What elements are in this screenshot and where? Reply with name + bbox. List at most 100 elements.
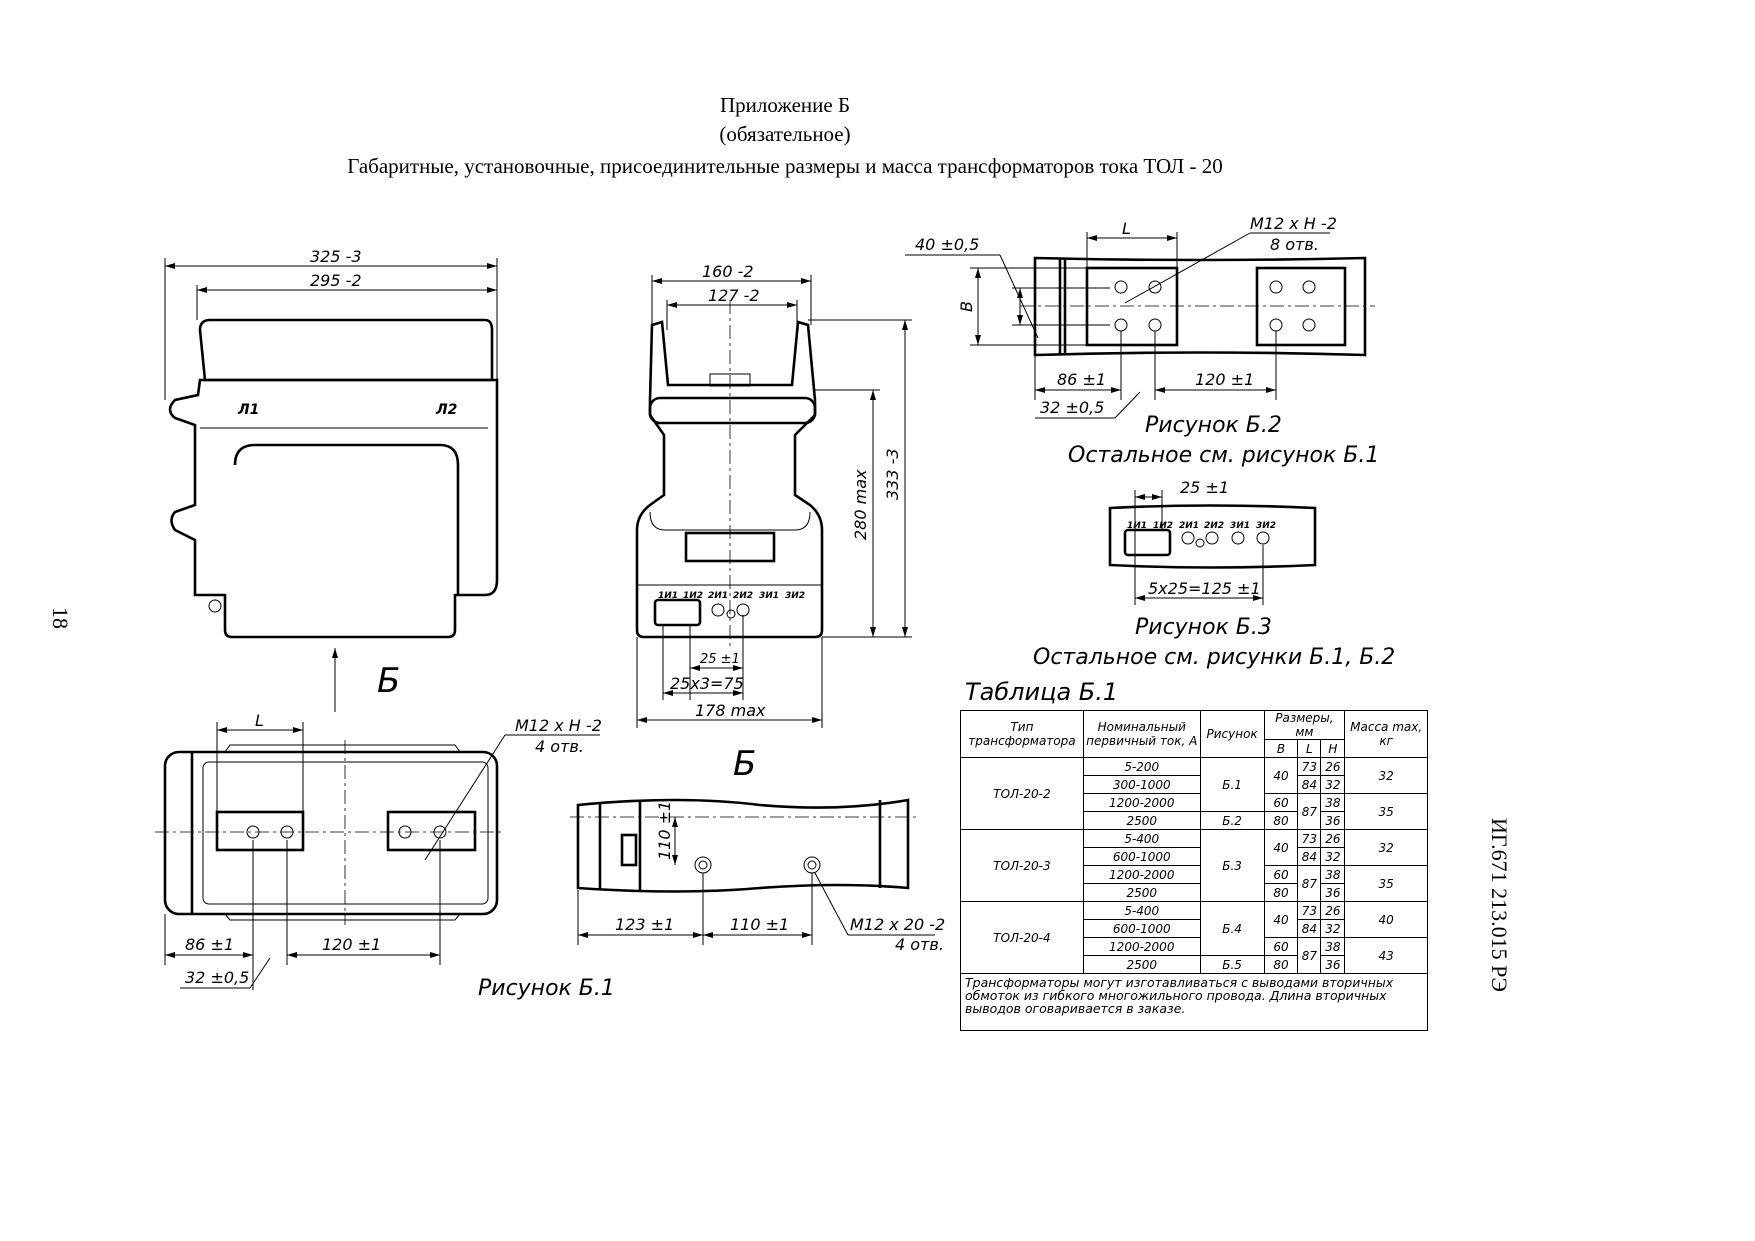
- cell-current: 1200-2000: [1082, 937, 1201, 956]
- header-figure: Рисунок: [1199, 710, 1265, 758]
- terminal-label: 2И2: [733, 591, 753, 601]
- cell-current: 5-200: [1082, 757, 1201, 776]
- cell-l: 87: [1297, 865, 1322, 902]
- cell-mass: 35: [1344, 793, 1428, 830]
- terminal-l2: Л2: [435, 402, 457, 418]
- fig2-hole-note: M12 x H -2: [1250, 214, 1337, 233]
- hole2-note: M12 x 20 -2: [850, 915, 945, 934]
- cell-current: 600-1000: [1082, 919, 1201, 938]
- cell-b: 80: [1263, 811, 1299, 830]
- cell-figure: Б.5: [1199, 955, 1265, 974]
- cell-type: ТОЛ-20-4: [960, 901, 1084, 974]
- cell-type: ТОЛ-20-3: [960, 829, 1084, 902]
- terminal-label: 3И1: [1230, 521, 1250, 531]
- table-row: 1200-2000 60 87 38 43: [961, 937, 1428, 974]
- dim-110-vertical: 110 ±1: [655, 801, 674, 860]
- cell-b: 80: [1263, 883, 1299, 902]
- view-b-label: Б: [733, 744, 756, 784]
- fig2-dim-32: 32 ±0,5: [1040, 398, 1104, 417]
- cell-mass: 35: [1344, 865, 1428, 902]
- dim-127: 127 -2: [708, 286, 760, 305]
- terminal-label: 3И1: [759, 591, 779, 601]
- fig2-dim-86: 86 ±1: [1057, 370, 1106, 389]
- cell-l: 73: [1297, 757, 1322, 776]
- terminal-l1: Л1: [237, 402, 259, 418]
- header-mass: Масса max, кг: [1344, 710, 1428, 758]
- header-type: Тип трансформатора: [960, 710, 1084, 758]
- cell-h: 26: [1320, 829, 1346, 848]
- cell-b: 60: [1263, 865, 1299, 884]
- cell-b: 80: [1263, 955, 1299, 974]
- terminal-label: 1И2: [1153, 521, 1173, 531]
- view-arrow-label: Б: [377, 661, 400, 701]
- dim-86: 86 ±1: [185, 935, 234, 954]
- cell-h: 26: [1320, 757, 1346, 776]
- cell-l: 84: [1297, 919, 1322, 938]
- cell-h: 32: [1320, 919, 1346, 938]
- dim-123: 123 ±1: [615, 915, 674, 934]
- dim-110: 110 ±1: [730, 915, 789, 934]
- figure-b1-side-view: 325 -3 295 -2 Л1 Л2: [164, 247, 499, 639]
- cell-figure: Б.1: [1199, 757, 1265, 812]
- cell-b: 40: [1263, 757, 1299, 794]
- table-title: Таблица Б.1: [965, 678, 1118, 706]
- fig3-dim-25: 25 ±1: [1180, 478, 1229, 497]
- cell-l: 73: [1297, 901, 1322, 920]
- table-row: 2500 Б.2 80 36: [961, 811, 1428, 830]
- table-row: 2500 Б.5 80 36: [961, 955, 1428, 974]
- view-arrow-b: Б: [332, 648, 400, 712]
- table-row: 1200-2000 60 87 38 35: [961, 793, 1428, 830]
- terminal-label: 2И2: [1204, 521, 1224, 531]
- table-row: ТОЛ-20-2 5-200 Б.1 40 73 26 32: [960, 757, 1428, 830]
- hole-count: 4 отв.: [535, 737, 584, 756]
- cell-b: 40: [1263, 901, 1299, 938]
- dim-160: 160 -2: [702, 262, 754, 281]
- terminal-label: 1И2: [683, 591, 703, 601]
- cell-b: 60: [1263, 937, 1299, 956]
- table-row: ТОЛ-20-4 5-400 Б.4 40 73 26 40: [960, 901, 1428, 974]
- cell-mass: 40: [1344, 901, 1428, 938]
- cell-h: 26: [1320, 901, 1346, 920]
- fig2-hole-count: 8 отв.: [1270, 235, 1319, 254]
- table-row: 300-1000 84 32: [961, 775, 1428, 794]
- cell-mass: 43: [1344, 937, 1428, 974]
- dim-l: L: [255, 711, 264, 730]
- figure-b2: L M12 x H -2 8 отв. 40 ±0,5 B 86 ±1 120 …: [905, 214, 1379, 468]
- terminal-label: 3И2: [785, 591, 805, 601]
- dim-25: 25 ±1: [700, 652, 740, 667]
- header-l: L: [1297, 739, 1322, 758]
- fig2-dim-40: 40 ±0,5: [915, 235, 979, 254]
- hole-note: M12 x H -2: [515, 716, 602, 735]
- appendix-title: Приложение Б: [719, 93, 851, 117]
- terminal-label: 2И1: [708, 591, 728, 601]
- fig2-dim-b: B: [957, 301, 976, 312]
- cell-current: 5-400: [1082, 829, 1201, 848]
- cell-h: 36: [1320, 883, 1346, 902]
- cell-current: 2500: [1082, 883, 1201, 902]
- header-current: Номинальный первичный ток, А: [1082, 710, 1201, 758]
- dim-25x3: 25x3=75: [670, 674, 744, 693]
- dim-333: 333 -3: [883, 448, 902, 500]
- hole2-count: 4 отв.: [895, 935, 944, 954]
- dim-32: 32 ±0,5: [185, 968, 249, 987]
- fig2-dim-l: L: [1122, 219, 1131, 238]
- cell-current: 600-1000: [1082, 847, 1201, 866]
- cell-h: 32: [1320, 847, 1346, 866]
- header-dims: Размеры, мм: [1263, 710, 1346, 740]
- header-h: H: [1320, 739, 1346, 758]
- cell-current: 300-1000: [1082, 775, 1201, 794]
- cell-b: 60: [1263, 793, 1299, 812]
- cell-current: 1200-2000: [1082, 793, 1201, 812]
- terminal-label: 2И1: [1179, 521, 1199, 531]
- terminal-label: 3И2: [1256, 521, 1276, 531]
- terminal-labels: 1И1 1И2 2И1 2И2 3И1 3И2: [658, 591, 805, 601]
- appendix-subtitle: (обязательное): [719, 122, 851, 146]
- cell-current: 2500: [1082, 955, 1201, 974]
- appendix-heading: Габаритные, установочные, присоединитель…: [347, 154, 1223, 178]
- cell-current: 2500: [1082, 811, 1201, 830]
- figure-b2-caption: Рисунок Б.2: [1145, 413, 1282, 438]
- cell-h: 36: [1320, 811, 1346, 830]
- cell-b: 40: [1263, 829, 1299, 866]
- cell-h: 36: [1320, 955, 1346, 974]
